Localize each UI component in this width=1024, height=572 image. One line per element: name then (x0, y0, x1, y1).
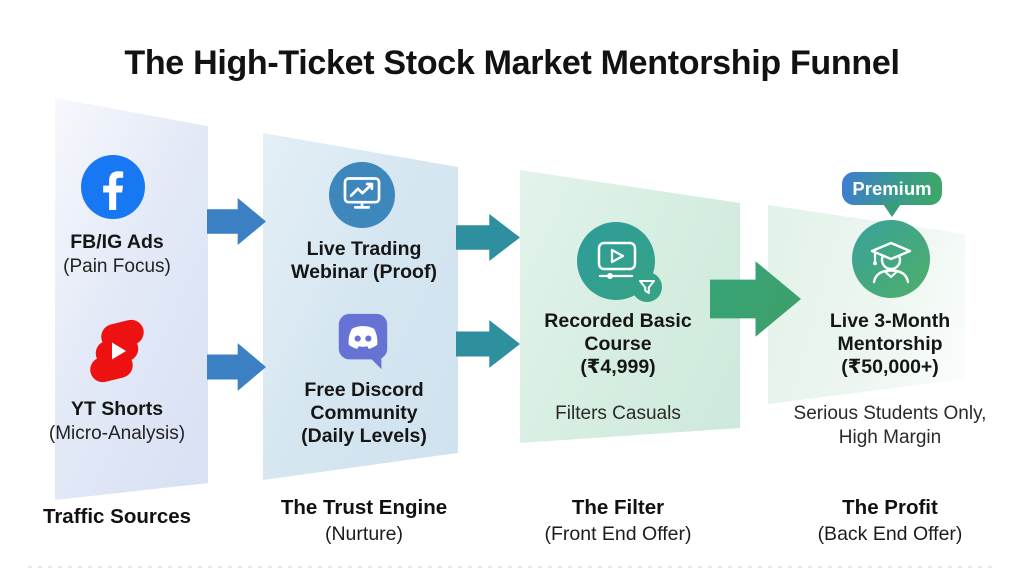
profit-note: Serious Students Only, High Margin (768, 402, 1012, 450)
item-line: (₹50,000+) (841, 356, 939, 378)
item-line: Webinar (Proof) (291, 261, 437, 283)
item-line: (Micro-Analysis) (48, 423, 186, 444)
page-title: The High-Ticket Stock Market Mentorship … (124, 44, 900, 82)
item-line: Free Discord (304, 379, 424, 401)
item-line: FB/IG Ads (70, 231, 164, 253)
stage-label-traffic-sources: Traffic Sources (0, 504, 239, 530)
facebook-icon (81, 155, 145, 219)
stage-sublabel-text: (Nurture) (324, 523, 403, 545)
item-line: Live 3-Month (829, 310, 951, 332)
filter-note: Filters Casuals (555, 403, 681, 424)
item-line: Mentorship (837, 333, 943, 355)
stage-panel-filter (520, 170, 740, 443)
item-line: Live Trading (306, 238, 422, 260)
youtube-shorts-icon (90, 319, 144, 383)
item-line: Recorded Basic (544, 310, 692, 332)
trust-item-webinar: Live Trading Webinar (Proof) (254, 238, 474, 284)
stage-label-text: The Trust Engine (280, 496, 448, 519)
stage-label-trust-engine: The Trust Engine (Nurture) (242, 495, 486, 548)
stage-label-text: Traffic Sources (42, 505, 192, 528)
item-line: Community (310, 402, 418, 424)
webinar-monitor-icon (329, 162, 395, 228)
item-line: (Daily Levels) (301, 425, 427, 447)
filter-item-course: Recorded Basic Course (₹4,999) (508, 310, 728, 379)
stage-label-profit: The Profit (Back End Offer) (768, 495, 1012, 548)
stage-label-text: The Filter (571, 496, 665, 519)
premium-badge: Premium (842, 172, 942, 205)
note-line: High Margin (838, 427, 942, 448)
traffic-item-fb-ads: FB/IG Ads (Pain Focus) (7, 231, 227, 279)
traffic-item-yt-shorts: YT Shorts (Micro-Analysis) (7, 398, 227, 446)
graduate-cap-icon (852, 220, 930, 298)
item-line: (Pain Focus) (63, 256, 171, 277)
item-line: Course (584, 333, 652, 355)
note-line: Serious Students Only, (793, 403, 987, 424)
item-line: YT Shorts (70, 398, 164, 420)
premium-badge-tail (882, 203, 902, 217)
discord-icon (338, 313, 388, 370)
trust-item-discord: Free Discord Community (Daily Levels) (254, 379, 474, 448)
profit-item-mentorship: Live 3-Month Mentorship (₹50,000+) (780, 310, 1000, 379)
item-line: (₹4,999) (580, 356, 656, 378)
stage-label-filter: The Filter (Front End Offer) (496, 495, 740, 548)
stage-label-text: The Profit (842, 496, 938, 519)
video-course-filter-icon (577, 222, 662, 302)
stage-sublabel-text: (Front End Offer) (544, 523, 692, 545)
stage-sublabel-text: (Back End Offer) (817, 523, 963, 545)
bottom-artifact-line (28, 566, 996, 568)
